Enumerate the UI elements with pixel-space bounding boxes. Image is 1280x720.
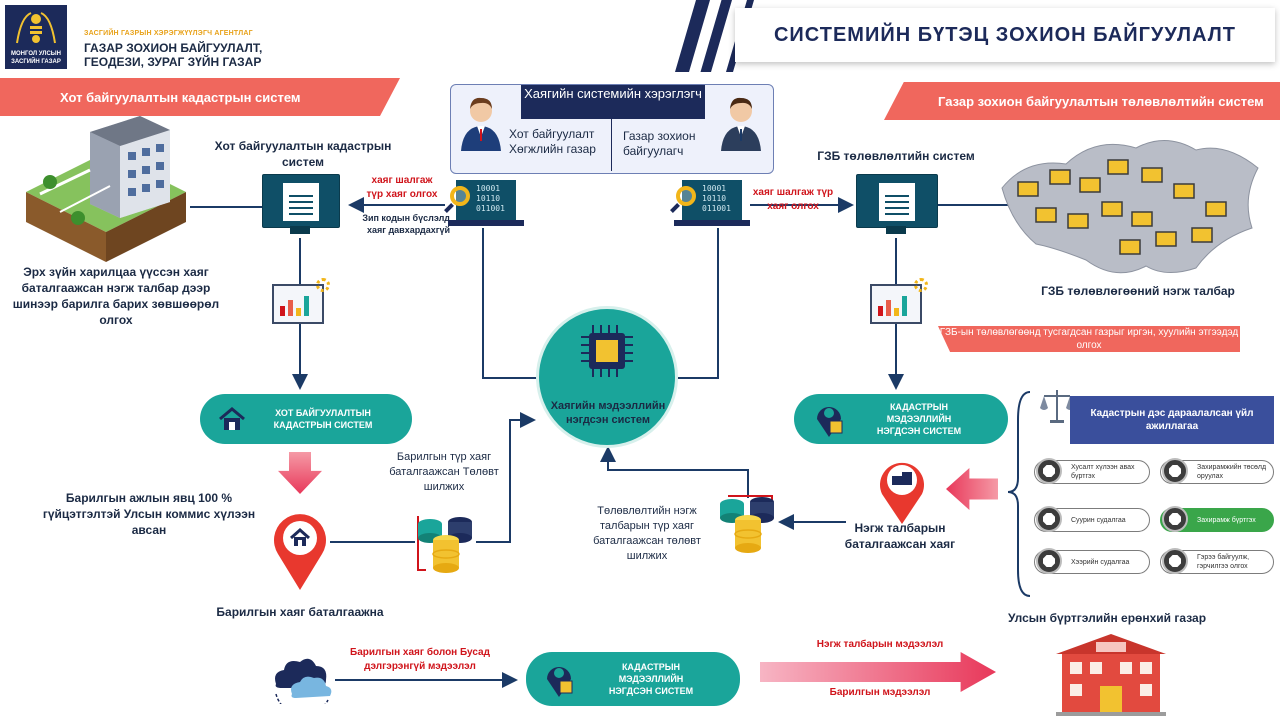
city-cadastre-pill-label: ХОТ БАЙГУУЛАЛТЫН КАДАСТРЫН СИСТЕМ: [273, 408, 373, 430]
confirmed-address-text: Нэгж талбарын баталгаажсан хаяг: [844, 521, 956, 551]
right-analytics-icon: [870, 278, 928, 324]
option-label: Хусалт хүлээн авах бүртгэх: [1034, 460, 1150, 484]
location-pin-icon: [880, 462, 924, 524]
cadastre-sequence-title: Кадастрын дэс дараалалсан үйл ажиллагаа: [1070, 396, 1274, 444]
logo-text-2: ЗАСГИЙН ГАЗАР: [11, 59, 61, 65]
cadastre-pill-bottom-label: КАДАСТРЫН МЭДЭЭЛЛИЙН НЭГДСЭН СИСТЕМ: [608, 662, 694, 696]
users-box: Хаягийн системийн хэрэглэгч Хот байгуула…: [450, 84, 774, 174]
title-box: СИСТЕМИЙН БҮТЭЦ ЗОХИОН БАЙГУУЛАЛТ: [735, 8, 1275, 62]
user-avatar-icon: [461, 97, 501, 151]
page-title: СИСТЕМИЙН БҮТЭЦ ЗОХИОН БАЙГУУЛАЛТ: [773, 23, 1237, 46]
sequence-option-3[interactable]: Суурин судалгаа: [1034, 506, 1150, 532]
building-icon: [26, 116, 186, 262]
option-label: Гэрээ байгуулж, гэрчилгээ олгох: [1160, 550, 1274, 574]
octagon-icon: [1036, 506, 1062, 532]
option-label: Суурин судалгаа: [1034, 508, 1150, 532]
soyombo-icon: [16, 12, 56, 44]
sequence-option-1[interactable]: Хусалт хүлээн авах бүртгэх: [1034, 458, 1150, 484]
building-text: Эрх зүйн харилцаа үүссэн хаяг баталгаажс…: [12, 265, 220, 327]
plan-text: Төлөвлөлтийн нэгж талбарын түр хаяг бата…: [593, 505, 701, 562]
zip-note: Зип кодын бүслэлд хаяг давхардахгүй: [362, 213, 450, 235]
progress-text: Барилгын ажлын явц 100 % гүйцэтгэлтэй Ул…: [42, 491, 256, 537]
database-icon: [417, 516, 472, 573]
logo-text-1: МОНГОЛ УЛСЫН: [11, 51, 61, 57]
mongolia-map-icon: [1001, 139, 1259, 274]
document-icon: [283, 183, 319, 221]
hub-label: Хаягийн мэдээллийн нэгдсэн систем: [550, 400, 666, 426]
left-analytics-icon: [272, 278, 330, 324]
bottom-arrow-top: Нэгж талбарын мэдээлэл: [816, 639, 944, 650]
user1-label: Хот байгуулалт Хөгжлийн газар: [509, 127, 596, 156]
map-caption: ГЗБ төлөвлөгөөний нэгж талбар: [1041, 284, 1235, 298]
cadastre-pill-right[interactable]: КАДАСТРЫН МЭДЭЭЛЛИЙН НЭГДСЭН СИСТЕМ: [794, 394, 1008, 444]
document-icon: [879, 183, 915, 221]
left-request-text: хаяг шалгаж түр хаяг олгох: [366, 175, 438, 200]
bottom-red-text: Барилгын хаяг болон Бусад дэлгэрэнгүй мэ…: [350, 647, 490, 672]
user-avatar-icon: [721, 97, 761, 151]
map-pin-icon: [547, 667, 573, 697]
users-box-title: Хаягийн системийн хэрэглэгч: [521, 85, 705, 119]
right-monitor-stand: [886, 226, 906, 234]
sequence-option-2[interactable]: Захирамжийн төсөлд оруулах: [1160, 458, 1274, 484]
right-request-text: хаяг шалгаж түр хаяг олгох: [752, 187, 834, 212]
left-banner: Хот байгуулалтын кадастрын систем: [0, 78, 400, 116]
house-icon: [219, 407, 245, 430]
right-banner-text: Газар зохион байгуулалтын төлөвлөлтийн с…: [938, 93, 1264, 109]
left-monitor-stand: [290, 226, 310, 234]
left-banner-text: Хот байгуулалтын кадастрын систем: [60, 89, 301, 105]
cloud-icon: [275, 658, 332, 704]
address-hub[interactable]: Хаягийн мэдээллийн нэгдсэн систем: [536, 306, 678, 448]
map-pin-icon: [817, 407, 843, 437]
octagon-icon: [1162, 548, 1188, 574]
octagon-icon: [1162, 506, 1188, 532]
users-divider: [611, 119, 612, 171]
right-banner: Газар зохион байгуулалтын төлөвлөлтийн с…: [884, 82, 1280, 120]
org-small: ЗАСГИЙН ГАЗРЫН ХЭРЭГЖҮҮЛЭГЧ АГЕНТЛАГ: [84, 30, 253, 37]
octagon-icon: [1162, 458, 1188, 484]
left-monitor-title: Хот байгуулалтын кадастрын систем: [214, 139, 392, 169]
temp-address-text: Барилгын түр хаяг баталгаажсан Төлөвт ши…: [389, 451, 499, 493]
option-label: Захирамжийн төсөлд оруулах: [1160, 460, 1274, 484]
sequence-option-6[interactable]: Гэрээ байгуулж, гэрчилгээ олгох: [1160, 548, 1274, 574]
user2-label: Газар зохион байгуулагч: [623, 129, 696, 158]
cadastre-pill-right-label: КАДАСТРЫН МЭДЭЭЛЛИЙН НЭГДСЭН СИСТЕМ: [876, 402, 962, 436]
left-monitor: [262, 174, 340, 228]
database-icon: [720, 495, 774, 553]
chip-icon: [581, 325, 633, 377]
bottom-arrow-bottom: Барилгын мэдээлэл: [829, 687, 931, 698]
right-monitor-title: ГЗБ төлөвлөлтийн систем: [817, 149, 975, 163]
registry-building-icon: [1056, 634, 1166, 716]
pink-note: ГЗБ-ын төлөвлөгөөнд тусгагдсан газрыг ир…: [938, 326, 1240, 352]
pin-caption: Барилгын хаяг баталгаажна: [216, 605, 384, 619]
location-pin-icon: [274, 514, 326, 590]
org-line2: ГЕОДЕЗИ, ЗУРАГ ЗҮЙН ГАЗАР: [84, 55, 262, 69]
cadastre-pill-bottom[interactable]: КАДАСТРЫН МЭДЭЭЛЛИЙН НЭГДСЭН СИСТЕМ: [526, 652, 740, 706]
org-line1: ГАЗАР ЗОХИОН БАЙГУУЛАЛТ,: [84, 41, 263, 55]
option-label: Хээрийн судалгаа: [1034, 550, 1150, 574]
octagon-icon: [1036, 458, 1062, 484]
sequence-option-4[interactable]: Захирамж бүртгэх: [1160, 506, 1274, 532]
city-cadastre-pill[interactable]: ХОТ БАЙГУУЛАЛТЫН КАДАСТРЫН СИСТЕМ: [200, 394, 412, 444]
registry-label: Улсын бүртгэлийн ерөнхий газар: [1007, 611, 1207, 625]
sequence-option-5[interactable]: Хээрийн судалгаа: [1034, 548, 1150, 574]
government-logo: МОНГОЛ УЛСЫН ЗАСГИЙН ГАЗАР: [5, 5, 67, 69]
right-monitor: [856, 174, 938, 228]
scales-icon: [1040, 390, 1074, 423]
octagon-icon: [1036, 548, 1062, 574]
